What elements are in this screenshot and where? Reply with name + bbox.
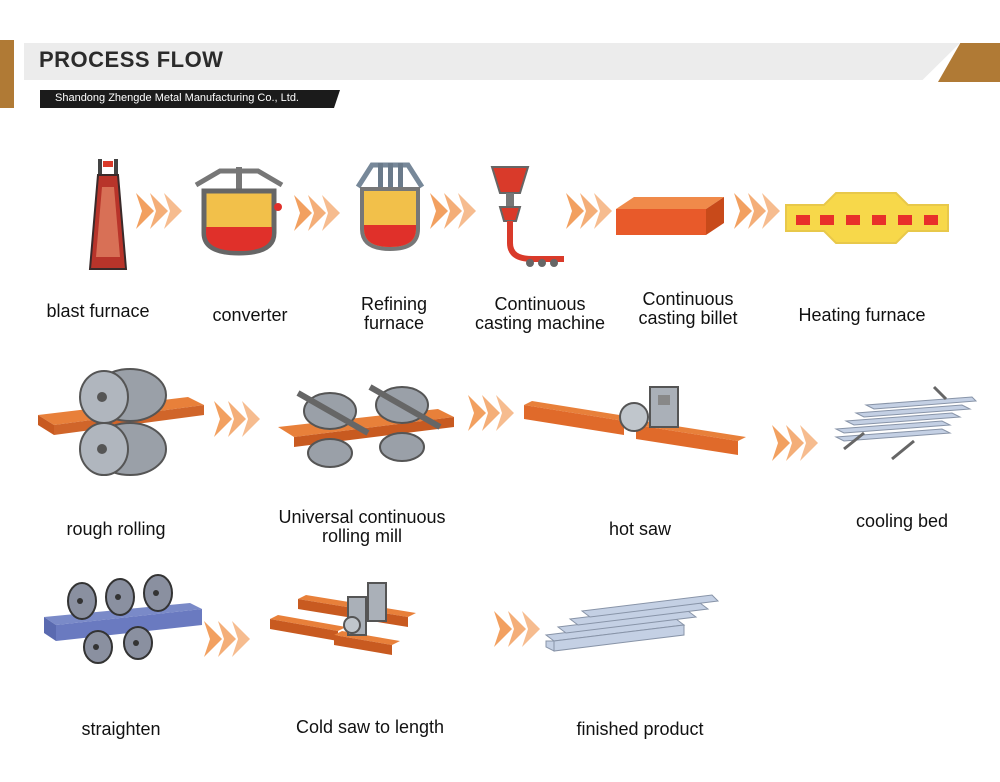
step-label-refining-furnace: Refining furnace (360, 294, 428, 333)
arrow-icon-2 (294, 195, 340, 231)
step-label-rolling-mill: Universal continuous rolling mill (278, 507, 446, 546)
step-label-blast-furnace: blast furnace (46, 301, 150, 321)
company-strip (40, 90, 340, 108)
step-label-casting-machine: Continuous casting machine (474, 294, 606, 333)
billet-icon (616, 197, 724, 235)
arrow-icon-10 (494, 611, 540, 647)
arrow-icon-5 (734, 193, 780, 229)
step-label-heating-furnace: Heating furnace (798, 305, 926, 325)
page-title: PROCESS FLOW (39, 47, 224, 72)
title-bar (24, 43, 960, 80)
step-label-cooling-bed: cooling bed (855, 511, 949, 531)
rolling-mill-icon (278, 384, 454, 468)
arrow-icon-1 (136, 193, 182, 229)
arrow-icon-7 (468, 395, 514, 431)
rough-rolling-icon (38, 368, 204, 476)
arrow-icon-3 (430, 193, 476, 229)
step-label-converter: converter (212, 305, 288, 325)
step-label-rough-rolling: rough rolling (66, 519, 166, 539)
step-label-straighten: straighten (81, 719, 161, 739)
arrow-icon-8 (772, 425, 818, 461)
hot-saw-icon (524, 386, 746, 455)
casting-machine-icon (490, 166, 564, 267)
step-label-casting-billet: Continuous casting billet (638, 289, 738, 328)
cooling-bed-icon (834, 385, 978, 461)
straightener-icon (44, 574, 202, 664)
arrow-icon-4 (566, 193, 612, 229)
refining-furnace-icon (355, 162, 425, 252)
process-flow-diagram: blast furnace converter Refining furnace… (0, 145, 1000, 782)
company-name: Shandong Zhengde Metal Manufacturing Co.… (55, 92, 299, 104)
heating-furnace-icon (785, 192, 949, 244)
cold-saw-icon (270, 582, 416, 655)
left-accent-bar (0, 40, 14, 108)
step-label-cold-saw: Cold saw to length (295, 717, 445, 737)
arrow-icon-9 (204, 621, 250, 657)
step-label-hot-saw: hot saw (608, 519, 672, 539)
blast-furnace-icon (88, 159, 128, 270)
step-label-finished-product: finished product (576, 719, 704, 739)
finished-product-icon (544, 594, 720, 652)
arrow-icon-6 (214, 401, 260, 437)
converter-icon (194, 167, 284, 256)
